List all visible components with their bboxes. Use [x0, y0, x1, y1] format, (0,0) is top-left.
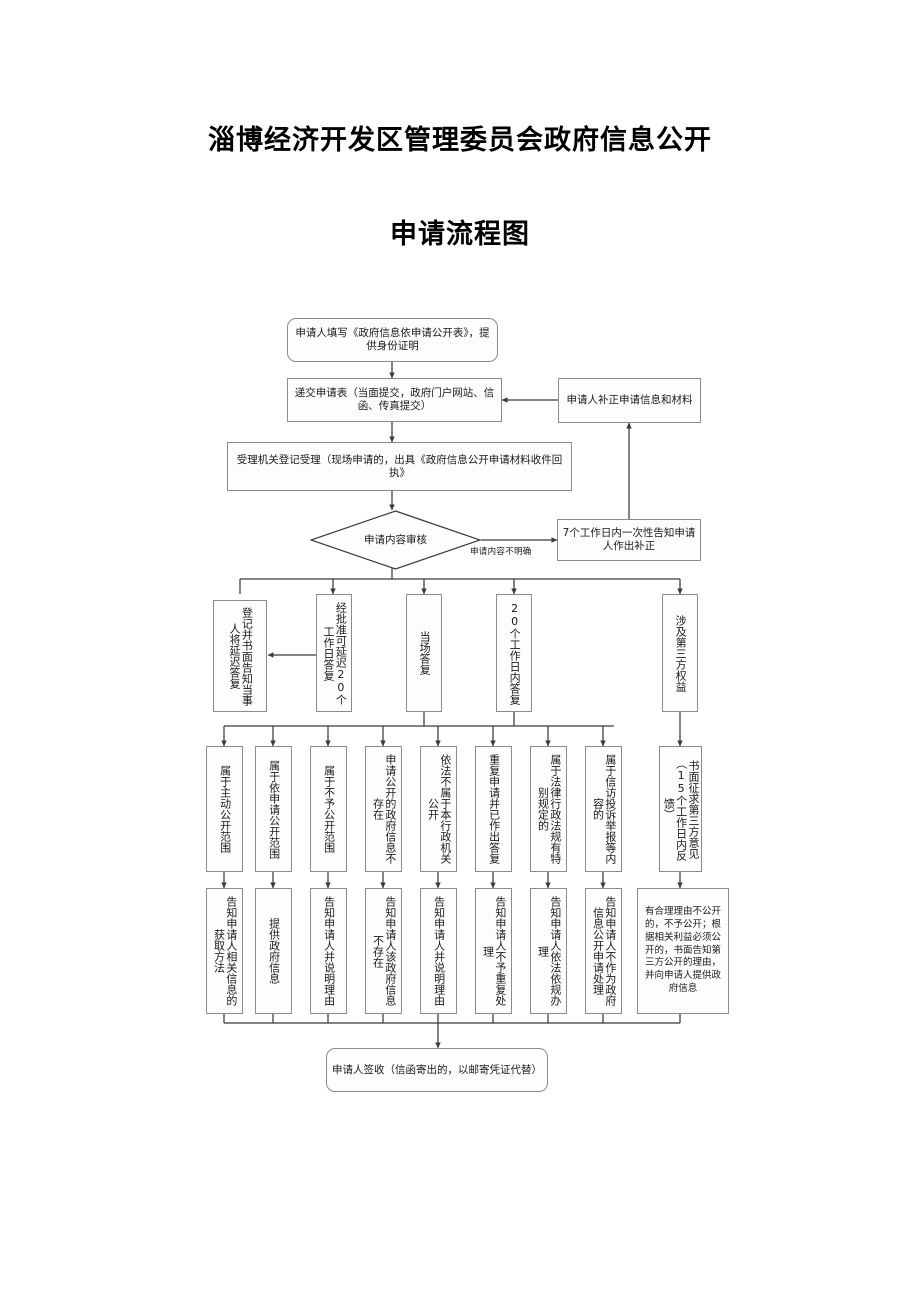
- edge-label-unclear-content: 申请内容不明确: [470, 547, 532, 557]
- node-approved-delay-20-days[interactable]: 经批准可延迟20个工作日答复: [316, 594, 352, 712]
- node-inform-info-does-not-exist[interactable]: 告知申请人该政府信息不存在: [365, 888, 402, 1014]
- node-inform-how-to-obtain-info[interactable]: 告知申请人相关信息的获取方法: [206, 888, 243, 1014]
- node-seven-day-supplement-notice[interactable]: 7个工作日内一次性告知申请人作出补正: [557, 519, 701, 561]
- node-petition-complaint-report-content[interactable]: 属于信访投诉举报等内容的: [585, 746, 622, 872]
- node-register-and-notify-delay[interactable]: 登记并书面告知当事人将延迟答复: [213, 600, 267, 712]
- node-submit-application[interactable]: 递交申请表（当面提交，政府门户网站、信函、传真提交）: [287, 378, 502, 422]
- node-applicant-supplement-info[interactable]: 申请人补正申请信息和材料: [558, 378, 701, 423]
- node-provide-government-info[interactable]: 提供政府信息: [255, 888, 292, 1014]
- node-applicant-signature-receipt[interactable]: 申请人签收（信函寄出的，以邮寄凭证代替）: [326, 1048, 548, 1092]
- node-answer-within-20-working-days[interactable]: 20个工作日内答复: [496, 594, 532, 712]
- page-title: 淄博经济开发区管理委员会政府信息公开 申请流程图: [0, 112, 920, 264]
- node-inform-not-treated-as-disclosure-request[interactable]: 告知申请人不作为政府信息公开申请处理: [585, 888, 622, 1014]
- node-within-non-disclosure-scope[interactable]: 属于不予公开范围: [310, 746, 347, 872]
- node-special-legal-provisions[interactable]: 属于法律行政法规有特别规定的: [530, 746, 567, 872]
- node-written-third-party-opinion[interactable]: 书面征求第三方意见（15个工作日内反馈）: [659, 746, 702, 872]
- title-line-2: 申请流程图: [390, 219, 530, 250]
- node-not-disclosed-by-this-agency[interactable]: 依法不属于本行政机关公开: [420, 746, 457, 872]
- title-line-1: 淄博经济开发区管理委员会政府信息公开: [208, 125, 712, 156]
- node-within-on-request-disclosure-scope[interactable]: 属于依申请公开范围: [255, 746, 292, 872]
- node-third-party-disclosure-decision[interactable]: 有合理理由不公开的，不予公开；根据相关利益必须公开的，书面告知第三方公开的理由，…: [637, 888, 729, 1014]
- decision-label: 申请内容审核: [364, 533, 427, 546]
- node-content-review-decision[interactable]: 申请内容审核: [310, 510, 481, 570]
- node-requested-info-does-not-exist[interactable]: 申请公开的政府信息不存在: [365, 746, 402, 872]
- node-answer-on-the-spot[interactable]: 当场答复: [406, 594, 442, 712]
- node-within-proactive-disclosure-scope[interactable]: 属于主动公开范围: [206, 746, 243, 872]
- diamond-shape-icon: [310, 510, 481, 570]
- node-involves-third-party-rights[interactable]: 涉及第三方权益: [662, 594, 698, 712]
- node-fill-application-form[interactable]: 申请人填写《政府信息依申请公开表》，提供身份证明: [287, 318, 498, 362]
- node-inform-handle-per-laws[interactable]: 告知申请人依法依规办理: [530, 888, 567, 1014]
- node-inform-no-repeat-processing[interactable]: 告知申请人不予重复处理: [475, 888, 512, 1014]
- node-agency-registration-acceptance[interactable]: 受理机关登记受理（现场申请的，出具《政府信息公开申请材料收件回执》: [227, 442, 572, 491]
- node-inform-applicant-with-reason-2[interactable]: 告知申请人并说明理由: [420, 888, 457, 1014]
- node-repeat-request-already-answered[interactable]: 重复申请并已作出答复: [475, 746, 512, 872]
- node-inform-applicant-with-reason-1[interactable]: 告知申请人并说明理由: [310, 888, 347, 1014]
